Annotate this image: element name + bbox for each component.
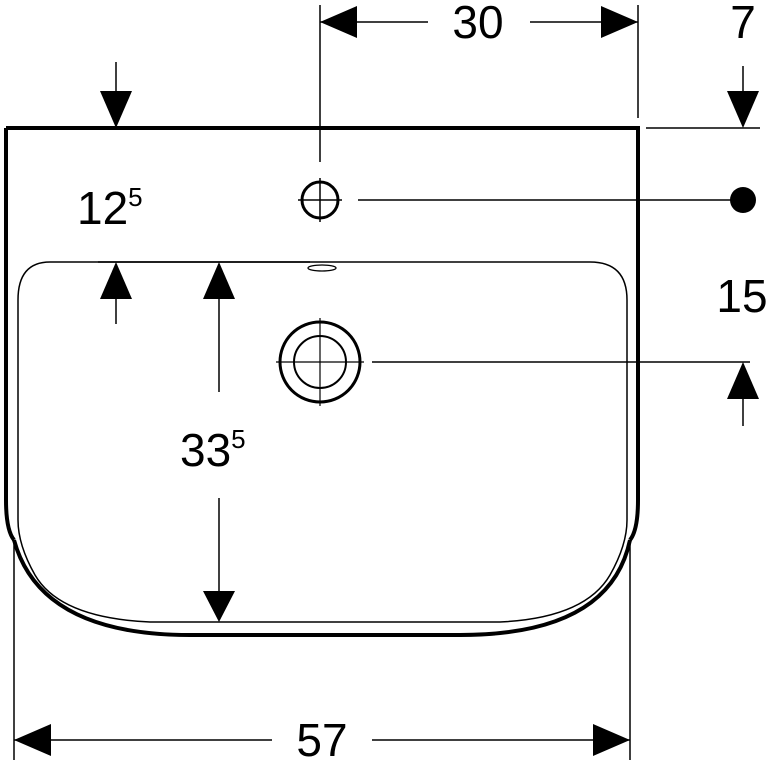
overflow-slot xyxy=(307,264,337,272)
dimension-15-label: 15 xyxy=(716,270,767,322)
dimension-57-label: 57 xyxy=(296,714,347,760)
tap-hole xyxy=(298,178,342,222)
dimension-30 xyxy=(320,6,638,38)
dimension-33-5-label: 335 xyxy=(180,424,246,476)
dimension-7-label: 7 xyxy=(730,0,756,48)
dimension-57 xyxy=(14,724,630,756)
dimension-33-5 xyxy=(203,262,235,622)
basin-front-curve xyxy=(12,539,632,637)
dimension-30-label: 30 xyxy=(452,0,503,48)
extension-lines xyxy=(13,5,760,760)
dimension-15 xyxy=(727,362,759,426)
drain xyxy=(276,318,364,406)
dimension-12-5-label: 125 xyxy=(77,182,143,234)
dimension-12-5 xyxy=(100,62,132,324)
basin-outer-outline xyxy=(3,126,640,542)
bowl-inner-outline xyxy=(17,261,628,623)
dimension-7 xyxy=(727,66,759,213)
